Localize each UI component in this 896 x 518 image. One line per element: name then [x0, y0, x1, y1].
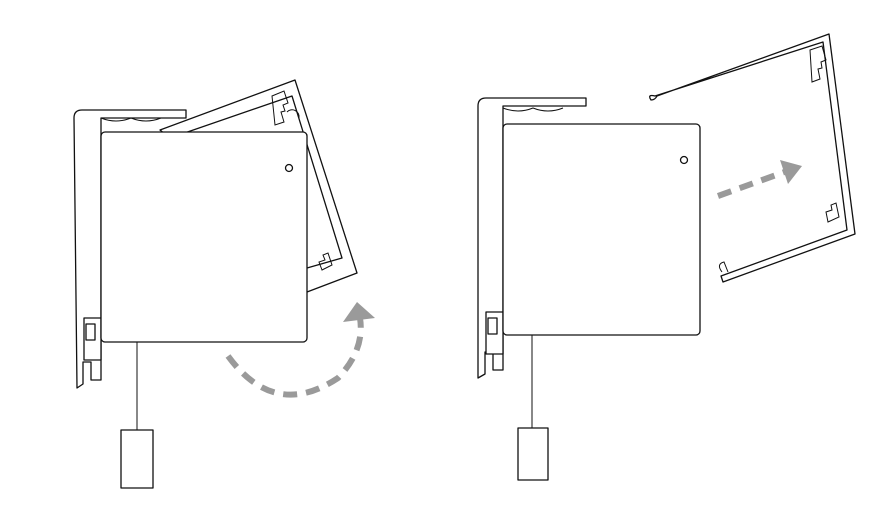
bracket-slot — [487, 317, 498, 335]
bracket-slot — [85, 323, 96, 341]
cord-weight — [517, 427, 549, 481]
housing-box — [502, 123, 701, 336]
detached-cover-frame — [649, 33, 856, 283]
slide-arrow — [716, 160, 802, 199]
arrow-head — [780, 160, 802, 184]
figure-rotate-cover — [73, 79, 375, 489]
screw-hole — [284, 163, 294, 173]
arrow-head — [343, 302, 375, 322]
housing-box — [100, 131, 308, 343]
mounting-bracket — [73, 109, 187, 389]
screw-hole — [679, 155, 689, 165]
rotate-arrow — [225, 302, 375, 398]
figure-cover-removed — [477, 33, 856, 481]
cord-weight — [120, 429, 154, 489]
mounting-bracket — [477, 97, 587, 379]
